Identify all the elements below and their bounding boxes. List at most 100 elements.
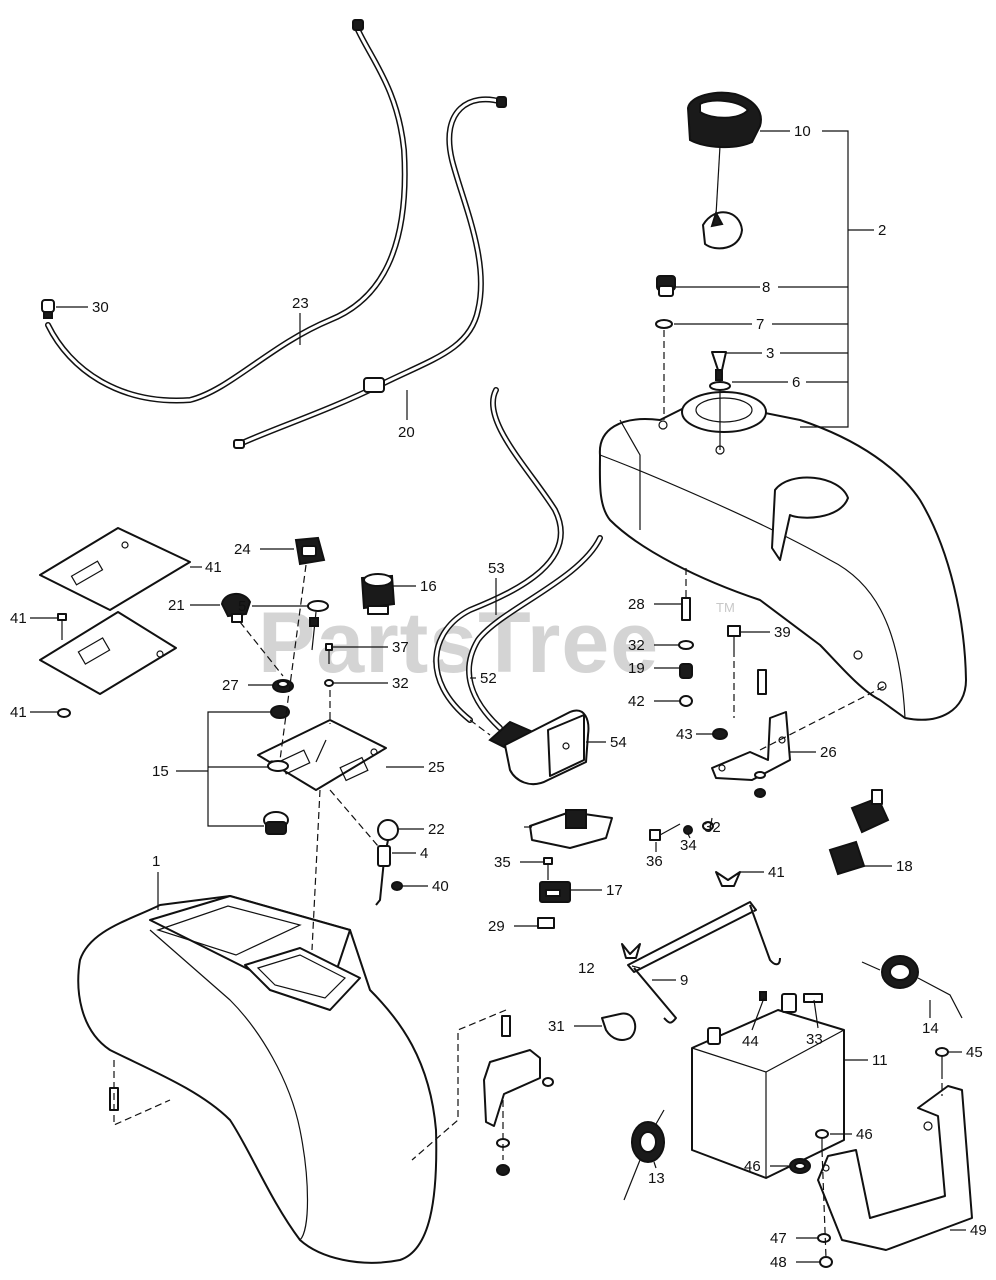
callout-11: 11 [872, 1052, 888, 1069]
vent-washer [655, 319, 673, 329]
washer-33 [324, 679, 334, 687]
callout-41-b: 43 [676, 726, 693, 743]
battery-cable-14 [861, 955, 963, 1019]
callout-9: 9 [680, 972, 688, 989]
callout-19: 19 [628, 660, 645, 677]
battery-tray-50 [817, 1085, 973, 1251]
callout-30: 30 [92, 299, 109, 316]
callout-2: 2 [878, 222, 886, 239]
nut-49 [819, 1256, 833, 1268]
callout-52: 53 [488, 560, 505, 577]
callout-16: 16 [420, 578, 437, 595]
terminal-cap-31 [601, 1012, 637, 1041]
bolt-46a [935, 1047, 949, 1072]
seat-pan-cover [77, 895, 438, 1264]
callout-32-b: 32 [704, 819, 721, 836]
callout-47: 46 [744, 1158, 761, 1175]
callout-8: 8 [762, 279, 770, 296]
fuel-tank [598, 391, 967, 721]
nut-44 [57, 708, 71, 718]
bolt-36 [649, 823, 681, 841]
bolt-46b [815, 1129, 829, 1150]
callout-44: 41 [10, 704, 27, 721]
hose-20-tee-fitting [233, 96, 507, 449]
callout-1: 1 [152, 853, 160, 870]
control-plate-25 [257, 719, 387, 791]
nut-41a [679, 695, 693, 707]
callout-48: 47 [770, 1230, 787, 1247]
callout-42: 40 [432, 878, 449, 895]
vent-valve [656, 275, 676, 297]
hose-51 [466, 535, 603, 731]
washer-48 [817, 1233, 831, 1243]
nut-41b [712, 728, 728, 740]
callout-5: 5 [238, 598, 246, 615]
callout-36: 36 [646, 853, 663, 870]
callout-25: 25 [428, 759, 445, 776]
control-decal [39, 527, 191, 695]
callout-31: 31 [548, 1018, 565, 1035]
callout-15: 15 [152, 763, 169, 780]
tank-fitting [711, 351, 727, 381]
switch-assembly-15 [263, 705, 290, 835]
callout-38-label: 39 [774, 624, 791, 641]
callout-46b: 46 [856, 1126, 873, 1143]
watermark-text: PartsTree [258, 595, 659, 691]
screw-37 [543, 857, 553, 880]
callout-53: 54 [610, 734, 627, 751]
battery-11 [691, 993, 845, 1179]
callout-21: 21 [168, 597, 185, 614]
throttle-lever-4 [375, 839, 391, 906]
callout-41-a: 42 [628, 693, 645, 710]
callout-12: 12 [578, 960, 595, 977]
hardware-stack-26 [754, 771, 766, 798]
callout-40-display: 41 [768, 864, 785, 881]
battery-cable-13 [623, 1109, 665, 1201]
screw-45 [57, 613, 67, 640]
callout-4: 4 [420, 845, 428, 862]
wing-nut-12 [621, 943, 641, 959]
hose-20 [237, 96, 505, 447]
callout-35: 33 [806, 1031, 823, 1048]
bushing-27 [272, 679, 294, 693]
terminal-bolt-35 [803, 993, 823, 1003]
spring-19 [679, 663, 693, 679]
lockwasher-34 [683, 825, 693, 835]
connector-right-upper [850, 789, 890, 834]
callout-50: 49 [970, 1222, 987, 1239]
callout-26: 26 [820, 744, 837, 761]
callout-6: 6 [792, 374, 800, 391]
grommet-47 [789, 1158, 811, 1174]
callout-20: 20 [398, 424, 415, 441]
knob-21 [220, 593, 252, 623]
callout-14: 14 [922, 1020, 939, 1037]
callout-29: 29 [488, 918, 505, 935]
callout-39: 37 [392, 639, 409, 656]
hose-52 [433, 387, 564, 723]
hose-23-fitting [41, 19, 364, 319]
callout-43: 41 [205, 559, 222, 576]
callout-13: 13 [648, 1170, 665, 1187]
nut-42 [391, 881, 403, 891]
hose-23 [45, 27, 408, 404]
callout-10: 10 [794, 123, 811, 140]
tank-grommet [709, 381, 731, 450]
wing-nut-40 [715, 871, 741, 887]
cover-bracket [483, 1015, 554, 1176]
callout-3: 3 [766, 345, 774, 362]
ignition-switch-16 [360, 573, 396, 615]
watermark-trademark: TM [716, 600, 735, 615]
bracket-26 [711, 711, 791, 781]
callout-41c: 44 [742, 1033, 759, 1050]
callout-33: 32 [392, 675, 409, 692]
callout-34: 34 [680, 837, 697, 854]
callout-51: 52 [480, 670, 497, 687]
clip-29 [537, 917, 555, 929]
pin-28 [681, 597, 691, 621]
callout-7: 7 [756, 316, 764, 333]
throttle-knob-22 [377, 819, 399, 841]
fuel-cap [686, 91, 762, 250]
battery-hold-down-9 [627, 901, 781, 1024]
callout-37-label: 35 [494, 854, 511, 871]
